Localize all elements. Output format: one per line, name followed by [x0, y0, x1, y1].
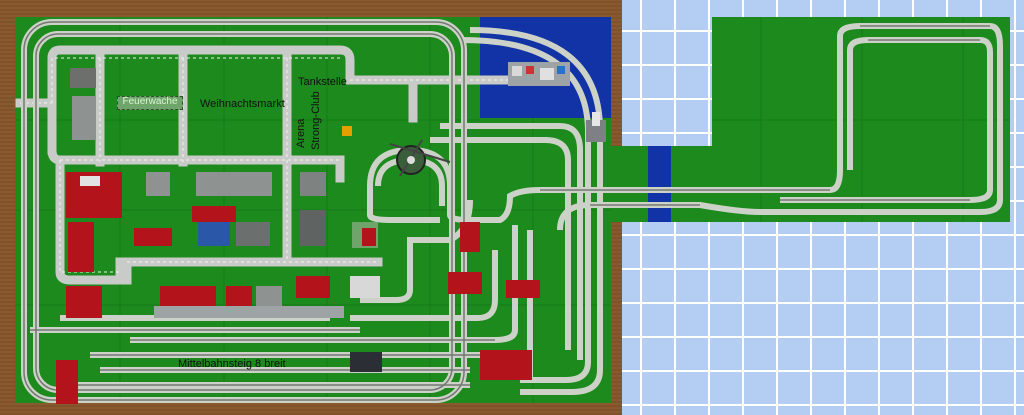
buildings — [56, 68, 540, 404]
label-feuerwache: Feuerwache — [117, 96, 183, 110]
road-markings — [20, 57, 520, 273]
water-river — [648, 146, 671, 222]
label-weihnachtsmarkt: Weihnachtsmarkt — [200, 98, 285, 110]
road-network — [15, 45, 525, 285]
label-arena: Arena — [295, 118, 307, 148]
label-strong-club: Strong-Club — [310, 91, 322, 150]
railway-sleepers — [23, 21, 990, 401]
lighthouse — [586, 112, 606, 142]
harbour-pier — [508, 62, 570, 86]
label-tankstelle: Tankstelle — [298, 76, 347, 88]
label-mittelbahnsteig: Mittelbahnsteig 8 breit — [178, 358, 286, 370]
carousel — [389, 139, 451, 177]
